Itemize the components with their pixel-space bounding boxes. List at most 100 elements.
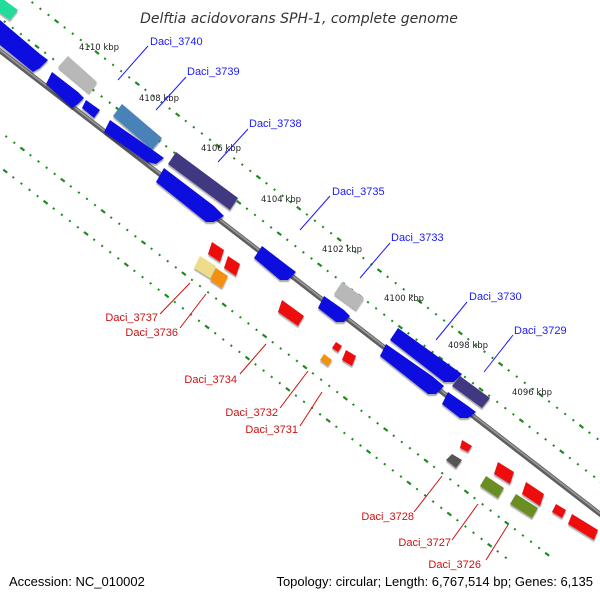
tick-mark [100,208,106,214]
tick-mark [269,226,273,229]
tick-mark [305,213,309,216]
cds-daci-3729-small[interactable] [442,392,476,418]
cds-daci-3731-tiny[interactable] [332,342,342,352]
cds-daci-3727[interactable] [480,476,504,498]
tick-mark [463,489,470,495]
cds-daci-3739[interactable] [113,104,162,150]
cds-daci-3735[interactable] [254,246,296,280]
label-daci-3735[interactable]: Daci_3735 [332,186,385,198]
cds-daci-3726-red[interactable] [522,482,544,506]
label-daci-3728[interactable]: Daci_3728 [361,511,414,523]
tick-mark [198,284,202,288]
tick-mark [93,203,97,207]
cds-daci-3737b[interactable] [224,256,240,276]
label-daci-3731[interactable]: Daci_3731 [245,424,298,436]
tick-mark [576,462,580,466]
tick-mark [92,88,95,92]
tick-mark [335,390,339,394]
tick-mark [71,32,75,36]
tick-mark [361,256,365,260]
tick-mark [513,527,517,531]
tick-mark [53,172,57,176]
tick-mark [450,325,454,329]
tick-mark [442,319,446,322]
label-daci-3729[interactable]: Daci_3729 [514,325,567,337]
tick-mark [285,238,289,242]
label-daci-3733[interactable]: Daci_3733 [391,232,444,244]
tick-mark [359,444,362,447]
tick-mark [214,297,218,301]
tick-mark [38,7,42,11]
tick-mark [69,185,73,188]
feature-partial-top-left[interactable] [0,0,18,20]
cds-right-red-1[interactable] [552,504,566,518]
cds-daci-3735-large[interactable] [156,168,224,222]
cds-daci-3733[interactable] [318,296,350,322]
cds-daci-3729-arrow[interactable] [380,344,444,394]
label-daci-3727[interactable]: Daci_3727 [398,537,451,549]
label-daci-3730[interactable]: Daci_3730 [469,291,522,303]
tick-mark [213,331,217,335]
tick-mark [149,281,152,285]
tick-mark [4,135,8,138]
tick-mark [53,18,60,24]
tick-mark [302,400,306,404]
tick-mark [265,181,268,185]
cds-daci-3738[interactable] [168,152,238,210]
cds-daci-3729[interactable] [452,376,490,408]
cds-daci-3737-yellow[interactable] [194,256,216,278]
cds-daci-3738-arrow[interactable] [104,120,164,164]
tick-mark [43,51,47,55]
tick-mark [392,434,396,438]
label-daci-3732[interactable]: Daci_3732 [225,407,278,419]
tick-mark [285,386,291,392]
tick-mark [20,182,23,185]
cds-daci-3736[interactable] [210,268,228,288]
tick-mark [134,234,137,238]
kbp-label-4098: 4098 kbp [448,341,488,351]
label-daci-3740[interactable]: Daci_3740 [150,36,203,48]
label-daci-3738[interactable]: Daci_3738 [249,118,302,130]
cds-daci-3732[interactable] [320,354,332,366]
tick-mark [596,437,599,441]
label-daci-3739[interactable]: Daci_3739 [187,66,240,78]
tick-mark [394,281,398,285]
tick-mark [544,551,550,557]
cds-daci-3728[interactable] [446,454,462,468]
tick-mark [345,244,349,248]
tick-mark [77,191,81,194]
tick-mark [229,344,233,348]
tick-mark [456,484,460,488]
tick-mark [423,344,426,348]
label-daci-3734[interactable]: Daci_3734 [184,374,237,386]
cds-small-fwd[interactable] [82,100,100,118]
cds-daci-3731[interactable] [342,350,356,366]
tick-mark [431,350,435,354]
tick-mark [487,542,493,548]
tick-mark [294,244,297,248]
tick-mark [116,256,120,260]
tick-mark [559,449,565,455]
label-daci-3736[interactable]: Daci_3736 [125,327,178,339]
cds-daci-3734[interactable] [278,300,304,326]
cds-daci-3733-grey[interactable] [334,282,364,310]
cds-daci-3739-arrow[interactable] [46,72,84,108]
tick-mark [406,480,412,486]
tick-mark [141,275,144,279]
tick-mark [472,531,475,535]
kbp-label-4108: 4108 kbp [139,94,179,104]
tick-mark [537,546,541,550]
cds-daci-3730[interactable] [390,328,462,382]
cds-daci-3737[interactable] [208,242,224,262]
tick-mark [571,418,575,422]
cds-daci-3740[interactable] [0,20,48,72]
cds-daci-3726[interactable] [510,494,538,518]
cds-right-red-2[interactable] [568,514,598,540]
label-daci-3726[interactable]: Daci_3726 [428,559,481,571]
cds-daci-3727-red[interactable] [494,462,514,484]
cds-daci-3728-tiny[interactable] [460,440,472,452]
pseudo-gene-3740-grey[interactable] [58,56,97,93]
kbp-label-4104: 4104 kbp [261,195,301,205]
label-daci-3737[interactable]: Daci_3737 [105,312,158,324]
kbp-label-4106: 4106 kbp [201,144,241,154]
